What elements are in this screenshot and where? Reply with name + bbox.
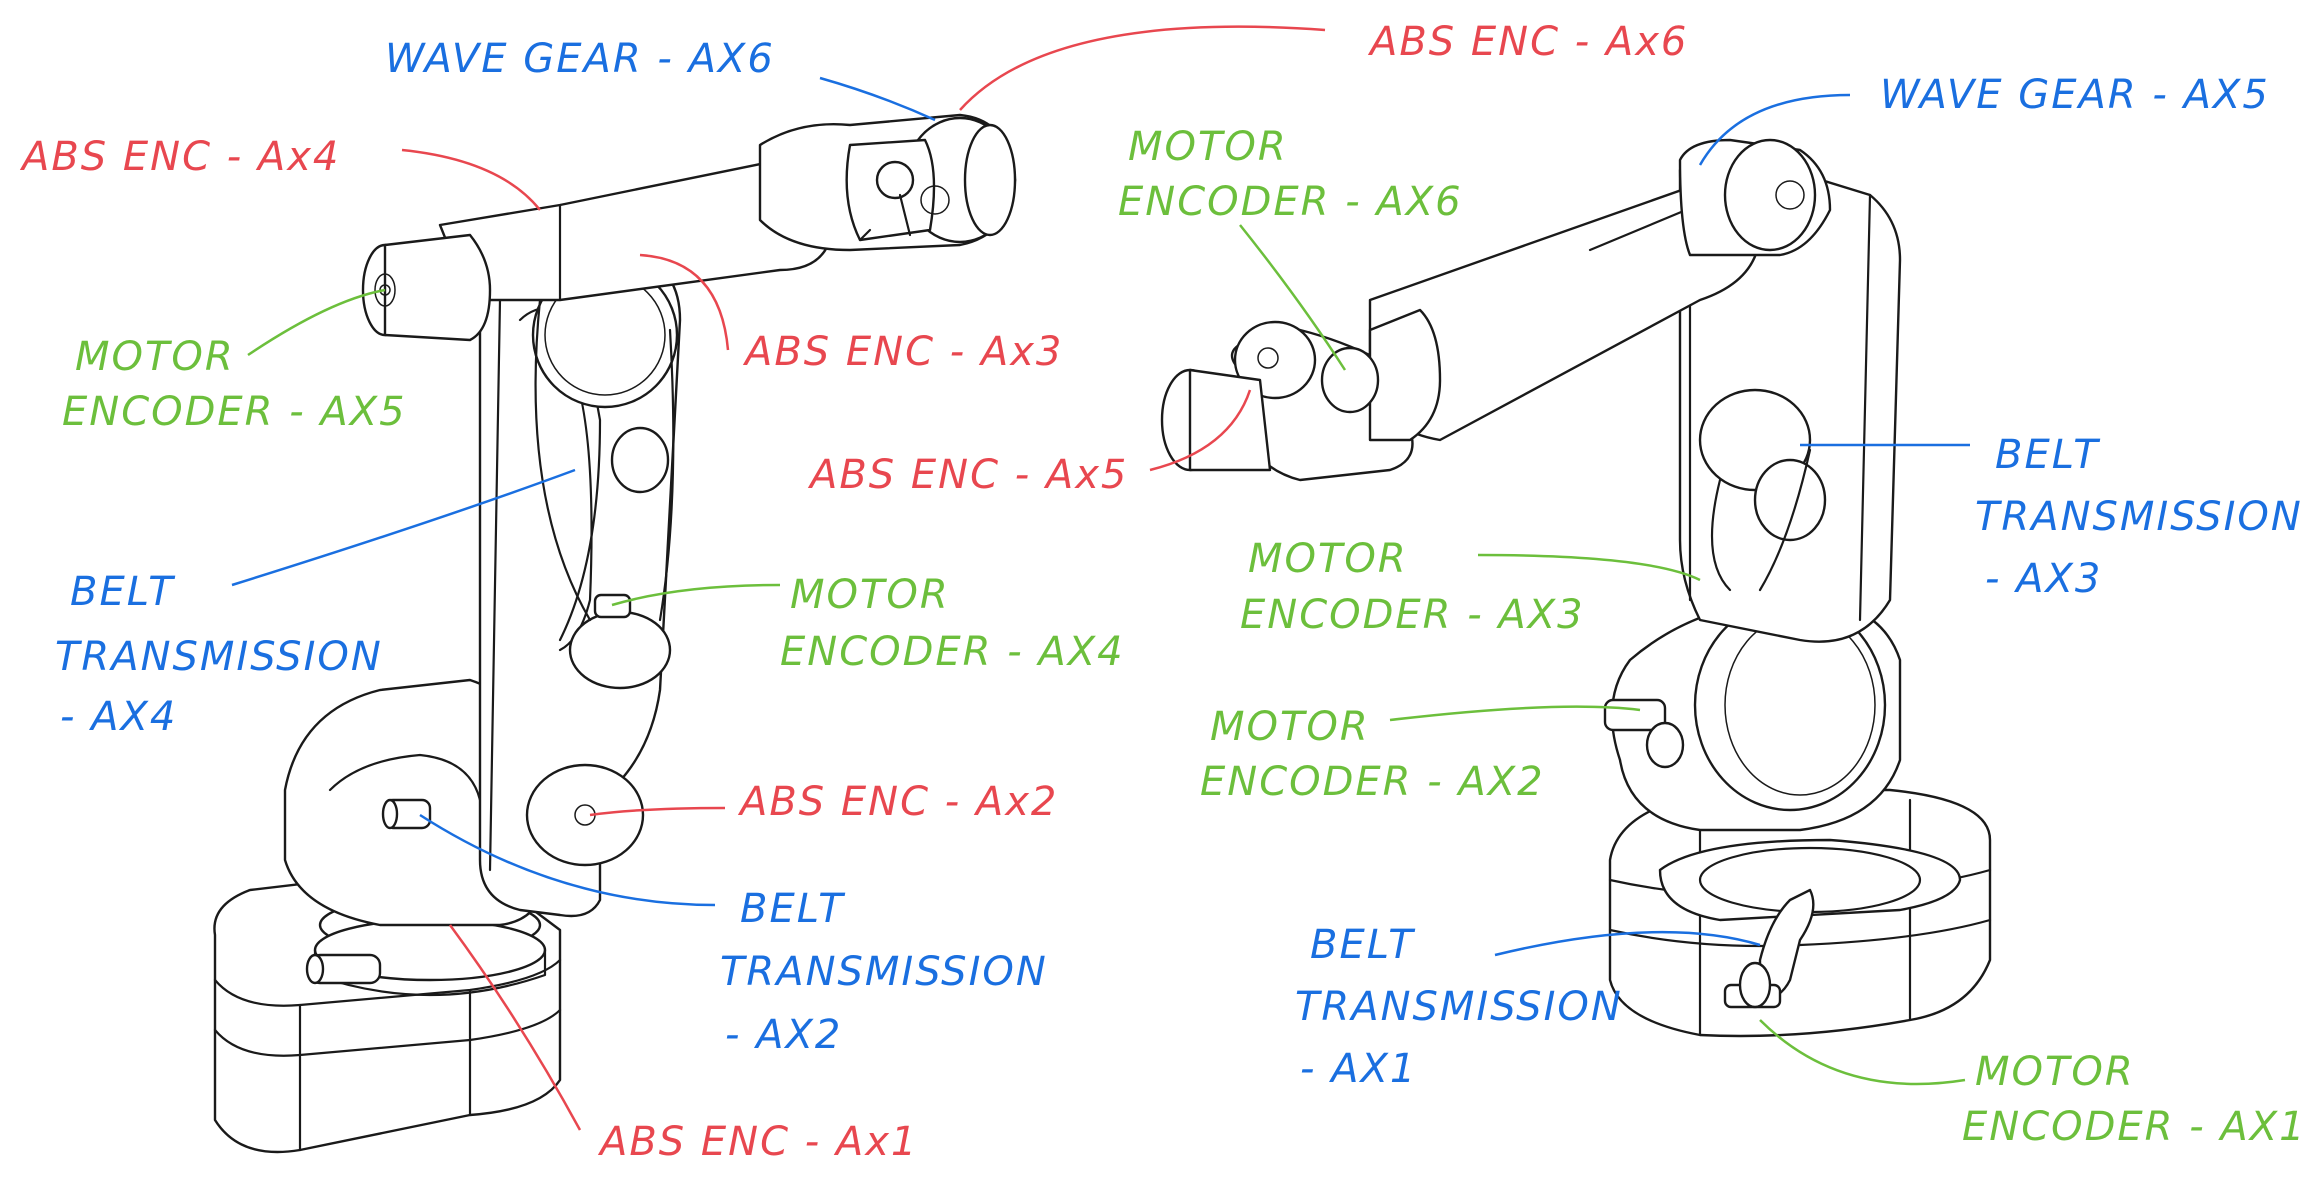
label-belt-transmission-ax4-line3: - AX4	[60, 694, 177, 740]
label-motor-encoder-ax4-line1: MOTOR	[790, 572, 950, 618]
label-belt-transmission-ax2-line1: BELT	[740, 886, 846, 932]
label-belt-transmission-ax3-line1: BELT	[1995, 432, 2101, 478]
label-belt-transmission-ax4: BELT TRANSMISSION - AX4	[55, 569, 398, 740]
label-belt-transmission-ax4-line2: TRANSMISSION	[55, 634, 383, 680]
label-belt-transmission-ax4-line1: BELT	[70, 569, 176, 615]
label-motor-encoder-ax6-line1: MOTOR	[1128, 124, 1288, 170]
leader-belt-transmission-ax4	[231, 468, 576, 587]
label-belt-transmission-ax1-line1: BELT	[1310, 922, 1416, 968]
leader-lines	[231, 25, 1970, 1131]
label-belt-transmission-ax2-line3: - AX2	[725, 1012, 842, 1058]
leader-belt-transmission-ax2	[419, 813, 716, 907]
label-motor-encoder-ax6: MOTOR ENCODER - AX6	[1118, 124, 1463, 225]
label-motor-encoder-ax1-line2: ENCODER - AX1	[1962, 1104, 2307, 1150]
label-abs-enc-ax1: ABS ENC - Ax1	[597, 1119, 918, 1165]
label-motor-encoder-ax1: MOTOR ENCODER - AX1	[1962, 1049, 2307, 1150]
leader-motor-encoder-ax1	[1759, 1019, 1966, 1086]
label-abs-enc-ax4: ABS ENC - Ax4	[19, 134, 340, 180]
annotation-labels: WAVE GEAR - AX6 ABS ENC - Ax6 WAVE GEAR …	[19, 19, 2318, 1165]
leader-abs-enc-ax6	[959, 25, 1326, 111]
label-motor-encoder-ax5-line1: MOTOR	[75, 334, 235, 380]
leader-motor-encoder-ax5	[247, 288, 386, 357]
label-motor-encoder-ax1-line1: MOTOR	[1975, 1049, 2135, 1095]
label-motor-encoder-ax2-line2: ENCODER - AX2	[1200, 759, 1545, 805]
label-motor-encoder-ax4-line2: ENCODER - AX4	[780, 629, 1125, 675]
leader-abs-enc-ax4	[401, 148, 541, 211]
label-motor-encoder-ax5: MOTOR ENCODER - AX5	[62, 334, 407, 435]
leader-abs-enc-ax5	[1149, 389, 1252, 472]
label-motor-encoder-ax3-line2: ENCODER - AX3	[1240, 592, 1585, 638]
label-belt-transmission-ax1-line3: - AX1	[1300, 1046, 1417, 1092]
leader-motor-encoder-ax2	[1389, 705, 1641, 722]
label-abs-enc-ax3: ABS ENC - Ax3	[742, 329, 1063, 375]
leader-belt-transmission-ax1	[1494, 930, 1761, 957]
label-belt-transmission-ax2: BELT TRANSMISSION - AX2	[720, 886, 1063, 1058]
label-belt-transmission-ax3-line2: TRANSMISSION	[1975, 494, 2303, 540]
left-robot-drawing	[213, 113, 1017, 1154]
leader-motor-encoder-ax4	[611, 583, 781, 607]
label-motor-encoder-ax2-line1: MOTOR	[1210, 704, 1370, 750]
leader-abs-enc-ax3	[639, 253, 730, 351]
label-abs-enc-ax5: ABS ENC - Ax5	[807, 452, 1128, 498]
label-abs-enc-ax6: ABS ENC - Ax6	[1367, 19, 1688, 65]
leader-wave-gear-ax5	[1698, 93, 1851, 166]
leader-abs-enc-ax2	[589, 806, 726, 817]
label-belt-transmission-ax1: BELT TRANSMISSION - AX1	[1295, 922, 1638, 1092]
label-motor-encoder-ax5-line2: ENCODER - AX5	[62, 389, 407, 435]
leader-wave-gear-ax6	[819, 76, 936, 122]
label-abs-enc-ax2: ABS ENC - Ax2	[737, 779, 1058, 825]
label-motor-encoder-ax3-line1: MOTOR	[1248, 536, 1408, 582]
leader-abs-enc-ax1	[448, 924, 582, 1131]
label-motor-encoder-ax3: MOTOR ENCODER - AX3	[1240, 536, 1585, 638]
right-robot-drawing	[1160, 138, 1992, 1038]
label-wave-gear-ax6: WAVE GEAR - AX6	[385, 36, 775, 82]
label-wave-gear-ax5: WAVE GEAR - AX5	[1880, 72, 2270, 118]
label-belt-transmission-ax2-line2: TRANSMISSION	[720, 949, 1048, 995]
label-belt-transmission-ax1-line2: TRANSMISSION	[1295, 984, 1623, 1030]
label-motor-encoder-ax6-line2: ENCODER - AX6	[1118, 179, 1463, 225]
label-motor-encoder-ax2: MOTOR ENCODER - AX2	[1200, 704, 1545, 805]
label-belt-transmission-ax3-line3: - AX3	[1985, 556, 2102, 602]
leader-motor-encoder-ax3	[1477, 553, 1701, 582]
leader-motor-encoder-ax6	[1239, 224, 1347, 371]
label-belt-transmission-ax3: BELT TRANSMISSION - AX3	[1975, 432, 2318, 602]
label-motor-encoder-ax4: MOTOR ENCODER - AX4	[780, 572, 1125, 675]
